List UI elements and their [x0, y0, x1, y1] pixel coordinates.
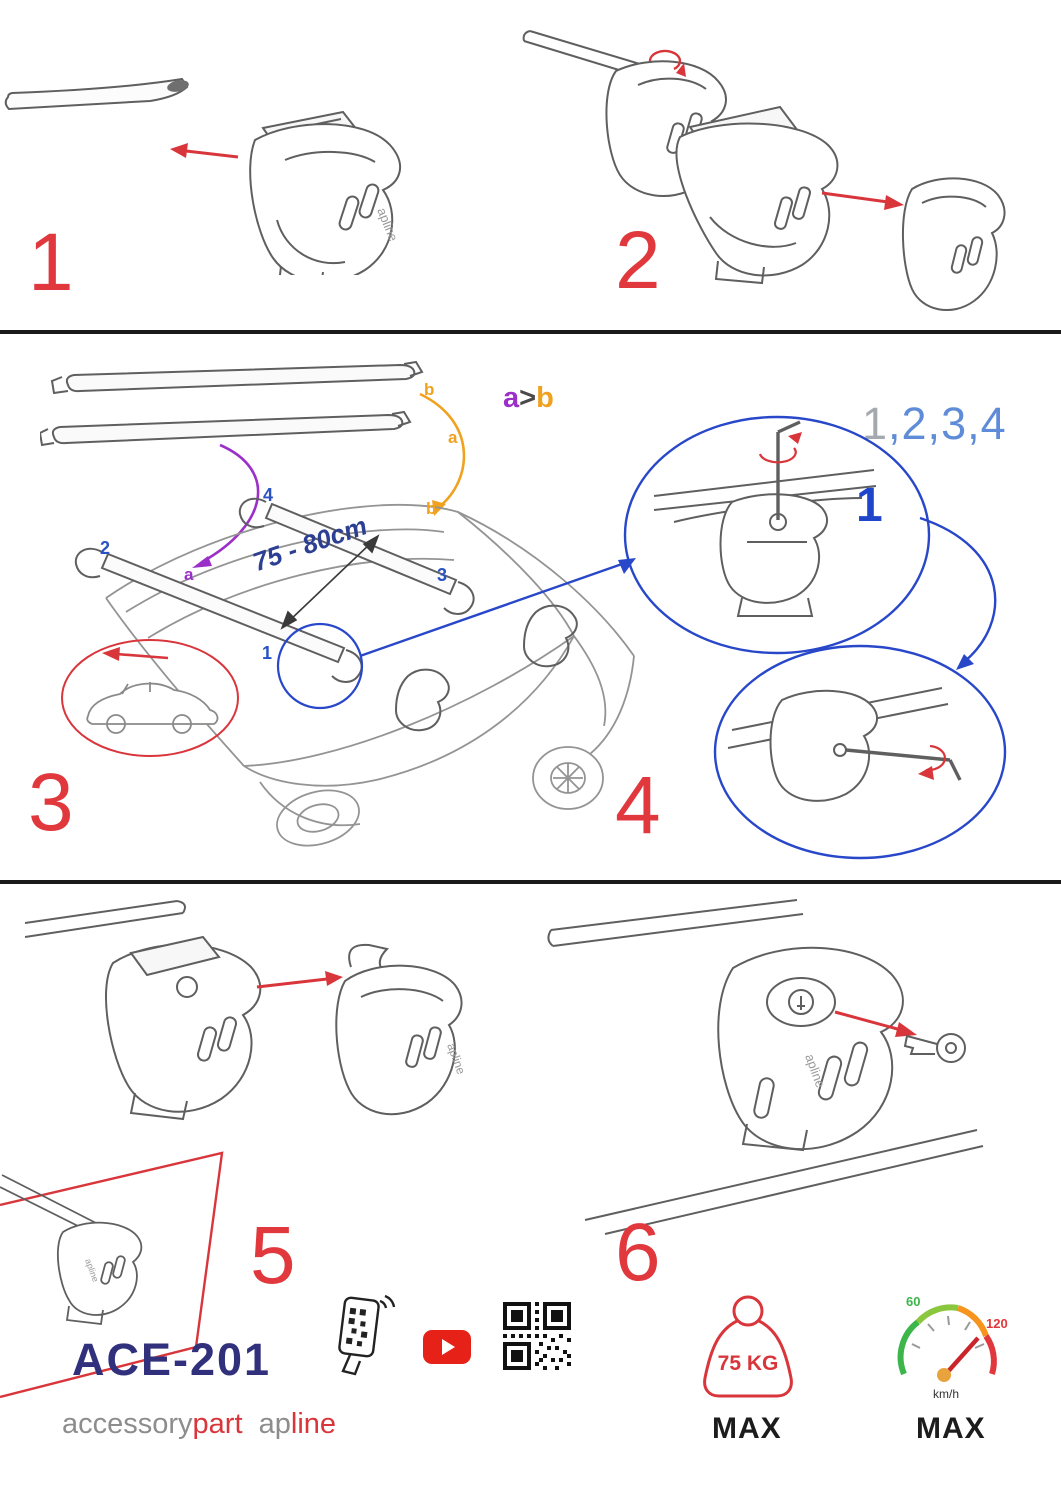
lock-cylinder: [788, 989, 814, 1015]
rotate-arrow: [758, 432, 802, 464]
step4-number: 4: [615, 760, 661, 851]
model-number: ACE-201: [72, 1334, 272, 1385]
weight-limit-label: 75 KG: [718, 1352, 779, 1375]
tightening-detail-drawing: [623, 415, 1007, 860]
roof-position-4: 4: [263, 485, 274, 505]
roof-position-3: 3: [437, 565, 448, 585]
distance-arrow: [280, 534, 380, 630]
rotate-arrow: [918, 744, 946, 780]
clamp-detail-bottom: [727, 687, 962, 802]
blue-detail-arrow: [359, 558, 636, 658]
brand-line: line: [290, 1408, 337, 1440]
brand-ap: ap: [258, 1408, 291, 1440]
red-arrow-right: [821, 191, 904, 210]
car-label-b: b: [426, 499, 436, 518]
brand-part: part: [192, 1408, 243, 1440]
step6-lock-drawing: apline: [547, 899, 984, 1235]
red-region-outline: [0, 1151, 224, 1399]
car-label-a: a: [184, 565, 194, 584]
bar-open-profile: [167, 80, 189, 92]
foot-highlight-circle: [276, 622, 364, 710]
sequence-label: 1,2,3,4: [862, 398, 1007, 450]
foot-assembly: [105, 935, 262, 1121]
step6-number: 6: [615, 1207, 661, 1298]
speed-max-label: MAX: [916, 1412, 986, 1445]
cover-piece: apline: [335, 943, 468, 1116]
speed-unit-label: km/h: [933, 1387, 959, 1401]
roof-position-2: 2: [100, 538, 111, 558]
car-roof-drawing: a b: [61, 497, 636, 847]
foot-assembly: apline: [249, 110, 401, 275]
front-position-callout: [61, 639, 239, 757]
red-arrow-left: [170, 143, 239, 159]
mini-car: [86, 682, 219, 734]
section-divider-1: [0, 330, 1061, 334]
order-gt: >: [519, 382, 537, 414]
phone-qr-scan-icon: [338, 1294, 396, 1376]
order-b: b: [536, 382, 554, 414]
mini-foot-assembly: apline: [56, 1221, 143, 1325]
step2-cover-drawing: [522, 30, 1006, 312]
allen-key-horizontal: [845, 748, 951, 762]
detail-bubble-1: [623, 415, 931, 655]
qr-code: [503, 1302, 571, 1370]
step5-result-region: apline: [0, 1151, 224, 1399]
speedometer-icon: 60 120 km/h: [897, 1294, 1008, 1401]
brand-accessory: accessory: [62, 1408, 193, 1440]
key: [903, 1033, 966, 1063]
crossbars-drawing: b a: [40, 360, 458, 447]
red-arrow-right: [834, 1010, 917, 1037]
bar-label-b: b: [424, 380, 434, 399]
foot-assembly: apline: [717, 946, 904, 1152]
speed-high-label: 120: [986, 1316, 1008, 1331]
bar-order-hint: a>b: [503, 382, 554, 415]
cover-piece: [901, 177, 1006, 312]
foot-assembly: [675, 105, 839, 285]
section-divider-2: [0, 880, 1061, 884]
step2-number: 2: [615, 215, 661, 306]
roof-position-1: 1: [262, 643, 273, 663]
bar-label-a: a: [448, 428, 458, 447]
rotate-arrow: [648, 49, 686, 77]
red-arrow-right: [256, 971, 343, 989]
roof-bars: [74, 497, 578, 732]
detail-bubble-2: [713, 644, 1007, 860]
brand-wordmark: accessorypart apline: [62, 1408, 336, 1441]
weight-max-label: MAX: [712, 1412, 782, 1445]
step3-number: 3: [28, 757, 74, 848]
front-direction-arrow: [102, 647, 120, 661]
step5-cover-attach-drawing: apline: [25, 900, 468, 1121]
speed-low-label: 60: [906, 1294, 920, 1309]
sequence-rest: ,2,3,4: [888, 398, 1007, 449]
youtube-icon: [423, 1330, 471, 1364]
clamp-detail-top: [653, 420, 877, 617]
weight-max-icon: 75 KG: [703, 1295, 793, 1398]
step1-number: 1: [28, 217, 74, 308]
step5-number: 5: [250, 1210, 296, 1301]
orange-curve: [419, 392, 466, 508]
step1-bar-into-foot-drawing: apline: [4, 77, 401, 275]
order-a: a: [503, 382, 520, 414]
